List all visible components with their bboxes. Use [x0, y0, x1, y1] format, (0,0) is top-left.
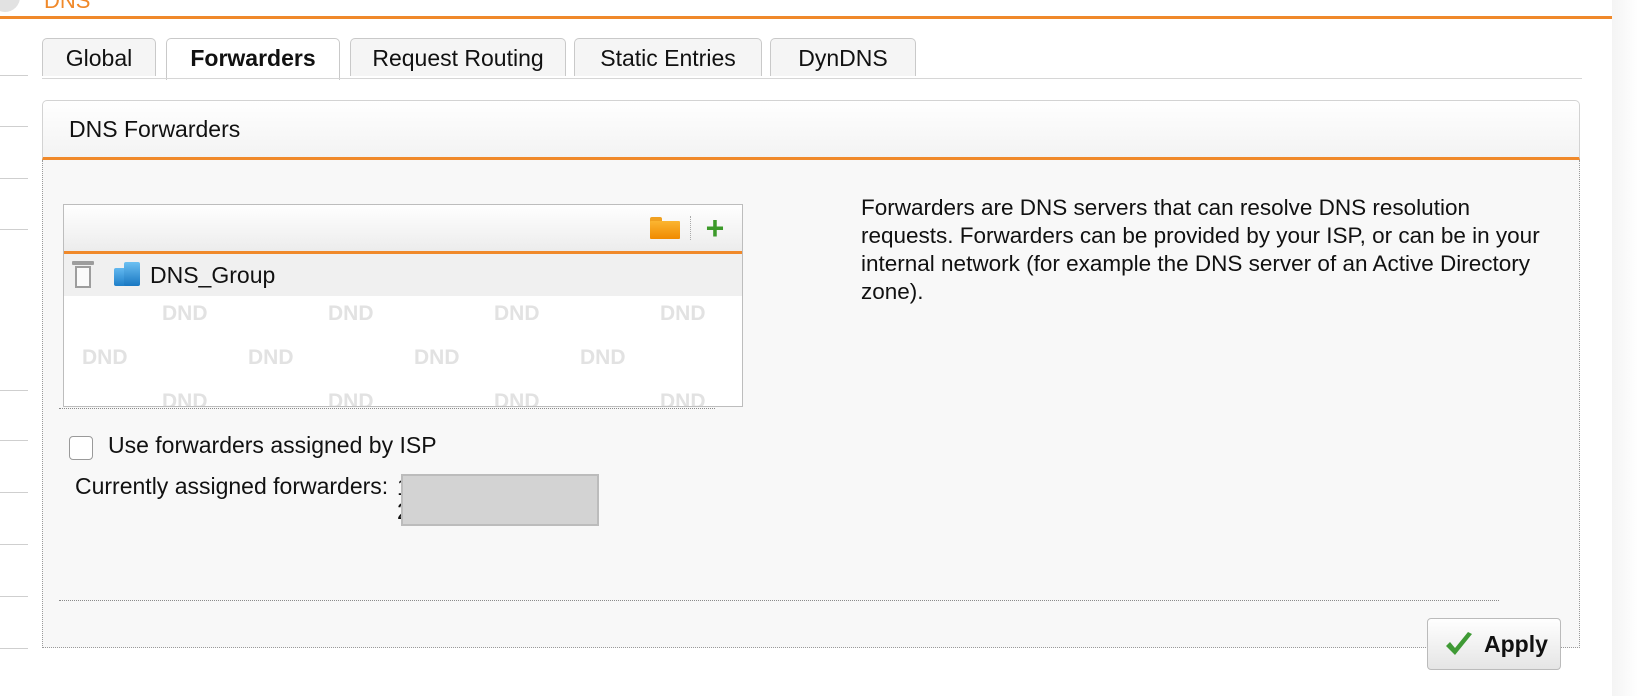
trash-icon[interactable]: [72, 261, 94, 289]
add-icon[interactable]: +: [705, 210, 725, 246]
sidebar-edge: [0, 0, 30, 696]
page-header: DNS: [0, 0, 1612, 19]
use-isp-forwarders-label: Use forwarders assigned by ISP: [108, 432, 437, 458]
watermark-text: DND: [82, 346, 128, 369]
apply-button[interactable]: Apply: [1427, 618, 1561, 670]
watermark-text: DND: [660, 302, 706, 325]
watermark-text: DND: [414, 346, 460, 369]
tabs-divider: [42, 78, 1582, 79]
toolbar-divider: [690, 216, 692, 240]
forwarders-description: Forwarders are DNS servers that can reso…: [861, 195, 1540, 304]
tab-global[interactable]: Global: [42, 38, 156, 76]
network-group-icon: [114, 260, 142, 288]
watermark-text: DND: [494, 302, 540, 325]
list-toolbar: +: [64, 205, 742, 254]
panel-title: DNS Forwarders: [42, 100, 1580, 160]
tab-request-routing[interactable]: Request Routing: [350, 38, 566, 76]
assigned-forwarders-label: Currently assigned forwarders:: [75, 473, 389, 499]
use-isp-forwarders-checkbox[interactable]: [69, 436, 93, 460]
watermark-text: DND: [580, 346, 626, 369]
right-edge-shadow: [1612, 0, 1638, 696]
tab-forwarders[interactable]: Forwarders: [166, 38, 340, 80]
list-item[interactable]: DNS_Group: [64, 254, 742, 296]
dns-forwarders-panel: DNS Forwarders + DNS_Group DND: [42, 100, 1580, 670]
section-divider: [59, 408, 715, 409]
list-item-label[interactable]: DNS_Group: [150, 262, 276, 288]
watermark-text: DND: [660, 390, 706, 407]
footer-divider: [59, 600, 1499, 601]
checkmark-icon: [1446, 632, 1472, 655]
watermark-text: DND: [494, 390, 540, 407]
watermark-text: DND: [162, 302, 208, 325]
watermark-text: DND: [328, 390, 374, 407]
watermark-text: DND: [248, 346, 294, 369]
apply-button-label: Apply: [1484, 631, 1548, 657]
list-empty-watermark: DND DND DND DND DND DND DND DND DND DND …: [64, 296, 742, 406]
tab-dyndns[interactable]: DynDNS: [770, 38, 916, 76]
folder-icon[interactable]: [650, 217, 680, 239]
panel-body: + DNS_Group DND DND DND DND DND DND DND: [42, 160, 1580, 670]
forwarders-list: + DNS_Group DND DND DND DND DND DND DND: [63, 204, 743, 407]
watermark-text: DND: [162, 390, 208, 407]
tab-static-entries[interactable]: Static Entries: [574, 38, 762, 76]
watermark-text: DND: [328, 302, 374, 325]
page-title: DNS: [44, 0, 91, 13]
redacted-values: [401, 474, 599, 526]
